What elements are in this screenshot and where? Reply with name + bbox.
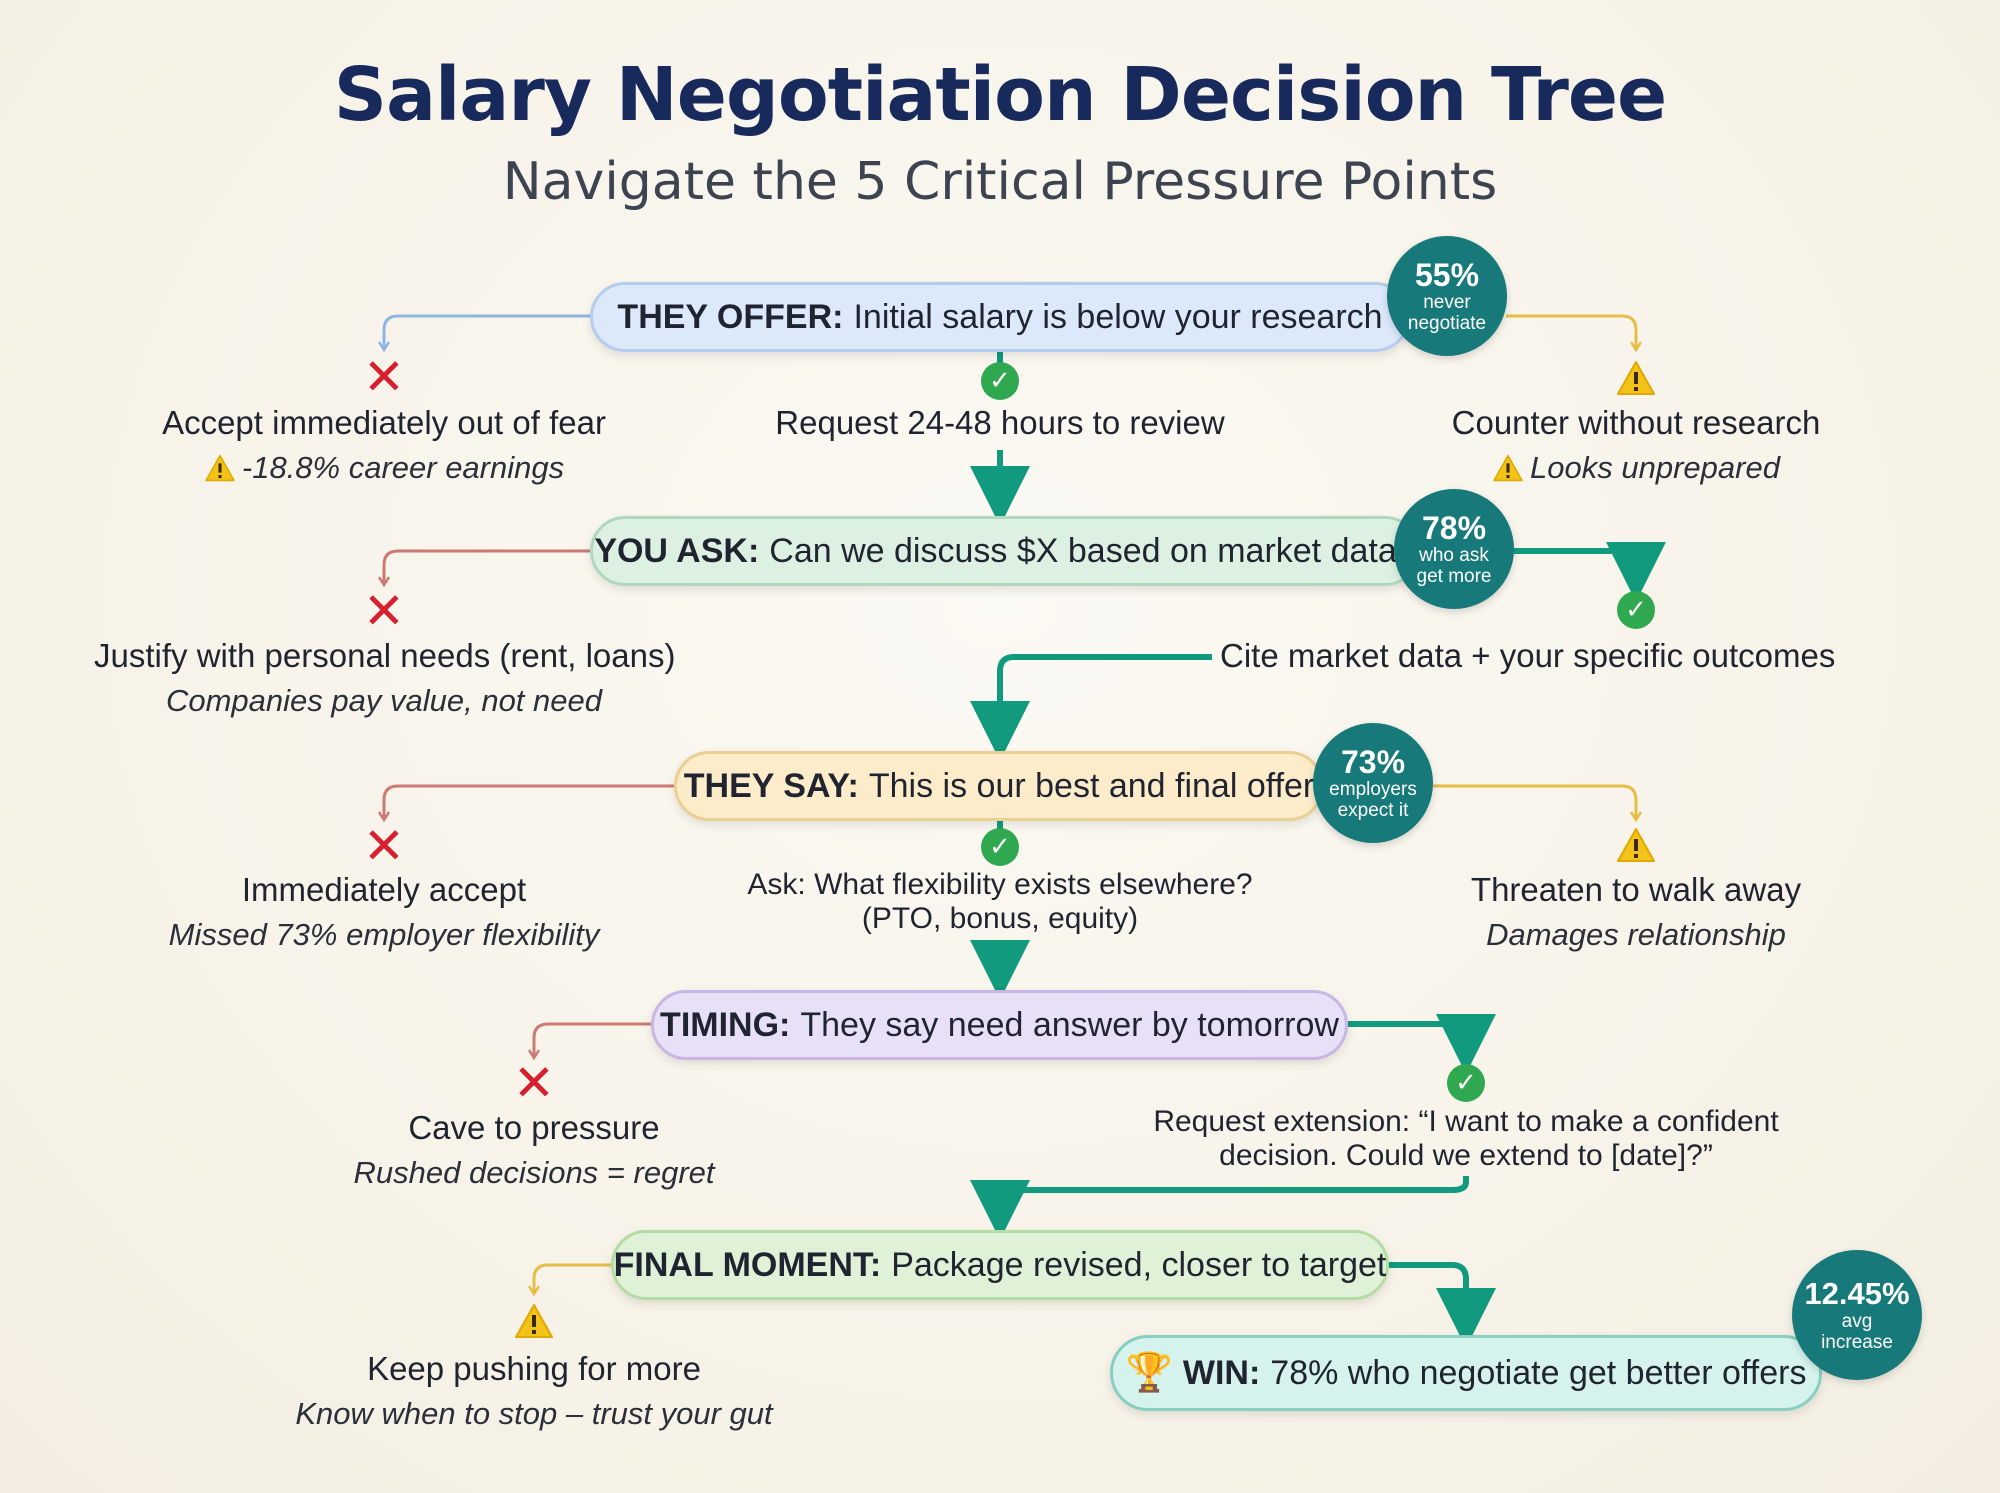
- check-icon: ✓: [981, 362, 1019, 400]
- stage-ask-label: YOU ASK:: [594, 531, 760, 570]
- x-icon: ✕: [513, 1054, 555, 1112]
- stage-say-text: This is our best and final offer: [868, 766, 1315, 805]
- win-text: 78% who negotiate get better offers: [1270, 1353, 1807, 1392]
- win-label: WIN:: [1182, 1353, 1261, 1392]
- check-icon: ✓: [1447, 1064, 1485, 1102]
- stage-offer-text: Initial salary is below your research: [853, 297, 1383, 336]
- timing-right-line-2: decision. Could we extend to [date]?”: [1219, 1139, 1713, 1172]
- stat-caption-2: expect it: [1337, 800, 1409, 821]
- offer-left-outcome: Accept immediately out of fear: [162, 404, 606, 441]
- final-left-note: Know when to stop – trust your gut: [295, 1396, 773, 1431]
- timing-left-outcome: Cave to pressure: [408, 1109, 660, 1146]
- stat-value: 78%: [1421, 510, 1487, 546]
- stat-value: 12.45%: [1804, 1276, 1910, 1311]
- check-icon: ✓: [1617, 591, 1655, 629]
- ask-right-connector: [1514, 542, 1666, 602]
- say-left-note: Missed 73% employer flexibility: [168, 917, 600, 952]
- timing-left-note: Rushed decisions = regret: [353, 1155, 715, 1190]
- stage-final-node: FINAL MOMENT: Package revised, closer to…: [611, 1230, 1389, 1300]
- warning-icon: [1616, 360, 1656, 396]
- offer-right-note-text: Looks unprepared: [1530, 450, 1780, 485]
- stage-final-label: FINAL MOMENT:: [613, 1245, 882, 1284]
- final-left-connector: [534, 1263, 611, 1294]
- win-node: 🏆 WIN: 78% who negotiate get better offe…: [1110, 1335, 1822, 1411]
- say-right-outcome: Threaten to walk away: [1470, 871, 1802, 908]
- say-left-outcome: Immediately accept: [241, 871, 527, 908]
- stat-value: 55%: [1414, 257, 1480, 293]
- final-win-connector: [1389, 1262, 1496, 1348]
- stat-caption-2: get more: [1416, 566, 1492, 587]
- flow-arrow-4: [970, 1176, 1469, 1240]
- timing-right-line-1: Request extension: “I want to make a con…: [1153, 1105, 1779, 1138]
- stage-offer-node: THEY OFFER: Initial salary is below your…: [590, 282, 1410, 352]
- say-center-outcome: Ask: What flexibility exists elsewhere? …: [700, 868, 1300, 936]
- stat-badge-73: 73% employers expect it: [1313, 723, 1433, 843]
- ask-right-outcome: Cite market data + your specific outcome…: [1220, 637, 1836, 674]
- offer-center-outcome: Request 24-48 hours to review: [775, 404, 1225, 441]
- offer-right-note: Looks unprepared: [1386, 450, 1886, 486]
- stat-caption-2: increase: [1821, 1332, 1893, 1353]
- say-right-connector: [1433, 784, 1636, 820]
- say-center-line-2: (PTO, bonus, equity): [861, 902, 1139, 935]
- stage-timing-label: TIMING:: [660, 1005, 791, 1044]
- timing-right-connector: [1348, 1014, 1496, 1074]
- trophy-icon: 🏆: [1125, 1352, 1173, 1394]
- say-right-note: Damages relationship: [1486, 917, 1786, 952]
- flow-arrow-2: [970, 654, 1212, 761]
- page-subtitle: Navigate the 5 Critical Pressure Points: [502, 152, 1498, 212]
- warning-icon: [205, 454, 235, 482]
- warning-icon: [1616, 827, 1656, 863]
- stage-ask-text: Can we discuss $X based on market data?: [769, 531, 1416, 570]
- stage-final-text: Package revised, closer to target: [891, 1245, 1387, 1284]
- check-icon: ✓: [981, 828, 1019, 866]
- ask-left-connector: [384, 549, 590, 585]
- say-center-line-1: Ask: What flexibility exists elsewhere?: [747, 868, 1253, 901]
- stat-value: 73%: [1340, 744, 1406, 780]
- stat-badge-55: 55% never negotiate: [1387, 236, 1507, 356]
- page-title: Salary Negotiation Decision Tree: [333, 52, 1667, 138]
- offer-left-note-text: -18.8% career earnings: [241, 450, 565, 485]
- x-icon: ✕: [363, 348, 405, 406]
- stage-offer-label: THEY OFFER:: [617, 297, 844, 336]
- offer-right-outcome: Counter without research: [1451, 404, 1821, 441]
- stat-badge-78: 78% who ask get more: [1394, 489, 1514, 609]
- offer-left-connector: [384, 314, 590, 350]
- stage-ask-node: YOU ASK: Can we discuss $X based on mark…: [590, 516, 1420, 586]
- x-icon: ✕: [363, 817, 405, 875]
- x-icon: ✕: [363, 582, 405, 640]
- stage-timing-text: They say need answer by tomorrow: [800, 1005, 1339, 1044]
- stage-timing-node: TIMING: They say need answer by tomorrow: [651, 990, 1348, 1060]
- timing-left-connector: [534, 1022, 651, 1058]
- stat-caption-1: never: [1423, 292, 1471, 313]
- say-left-connector: [384, 784, 674, 820]
- warning-icon: [1493, 454, 1523, 482]
- ask-left-note: Companies pay value, not need: [165, 683, 602, 718]
- offer-right-connector: [1506, 314, 1636, 350]
- final-left-outcome: Keep pushing for more: [367, 1350, 701, 1387]
- warning-icon: [514, 1303, 554, 1339]
- offer-left-note: -18.8% career earnings: [134, 450, 634, 486]
- stage-say-label: THEY SAY:: [683, 766, 859, 805]
- timing-right-outcome: Request extension: “I want to make a con…: [1106, 1105, 1826, 1173]
- stat-badge-12-45: 12.45% avg increase: [1792, 1250, 1922, 1380]
- ask-left-outcome: Justify with personal needs (rent, loans…: [94, 637, 676, 674]
- stat-caption-2: negotiate: [1407, 313, 1487, 334]
- stat-caption-1: employers: [1329, 779, 1417, 800]
- stat-caption-1: avg: [1841, 1311, 1873, 1332]
- stat-caption-1: who ask: [1419, 545, 1489, 566]
- stage-say-node: THEY SAY: This is our best and final off…: [674, 751, 1324, 821]
